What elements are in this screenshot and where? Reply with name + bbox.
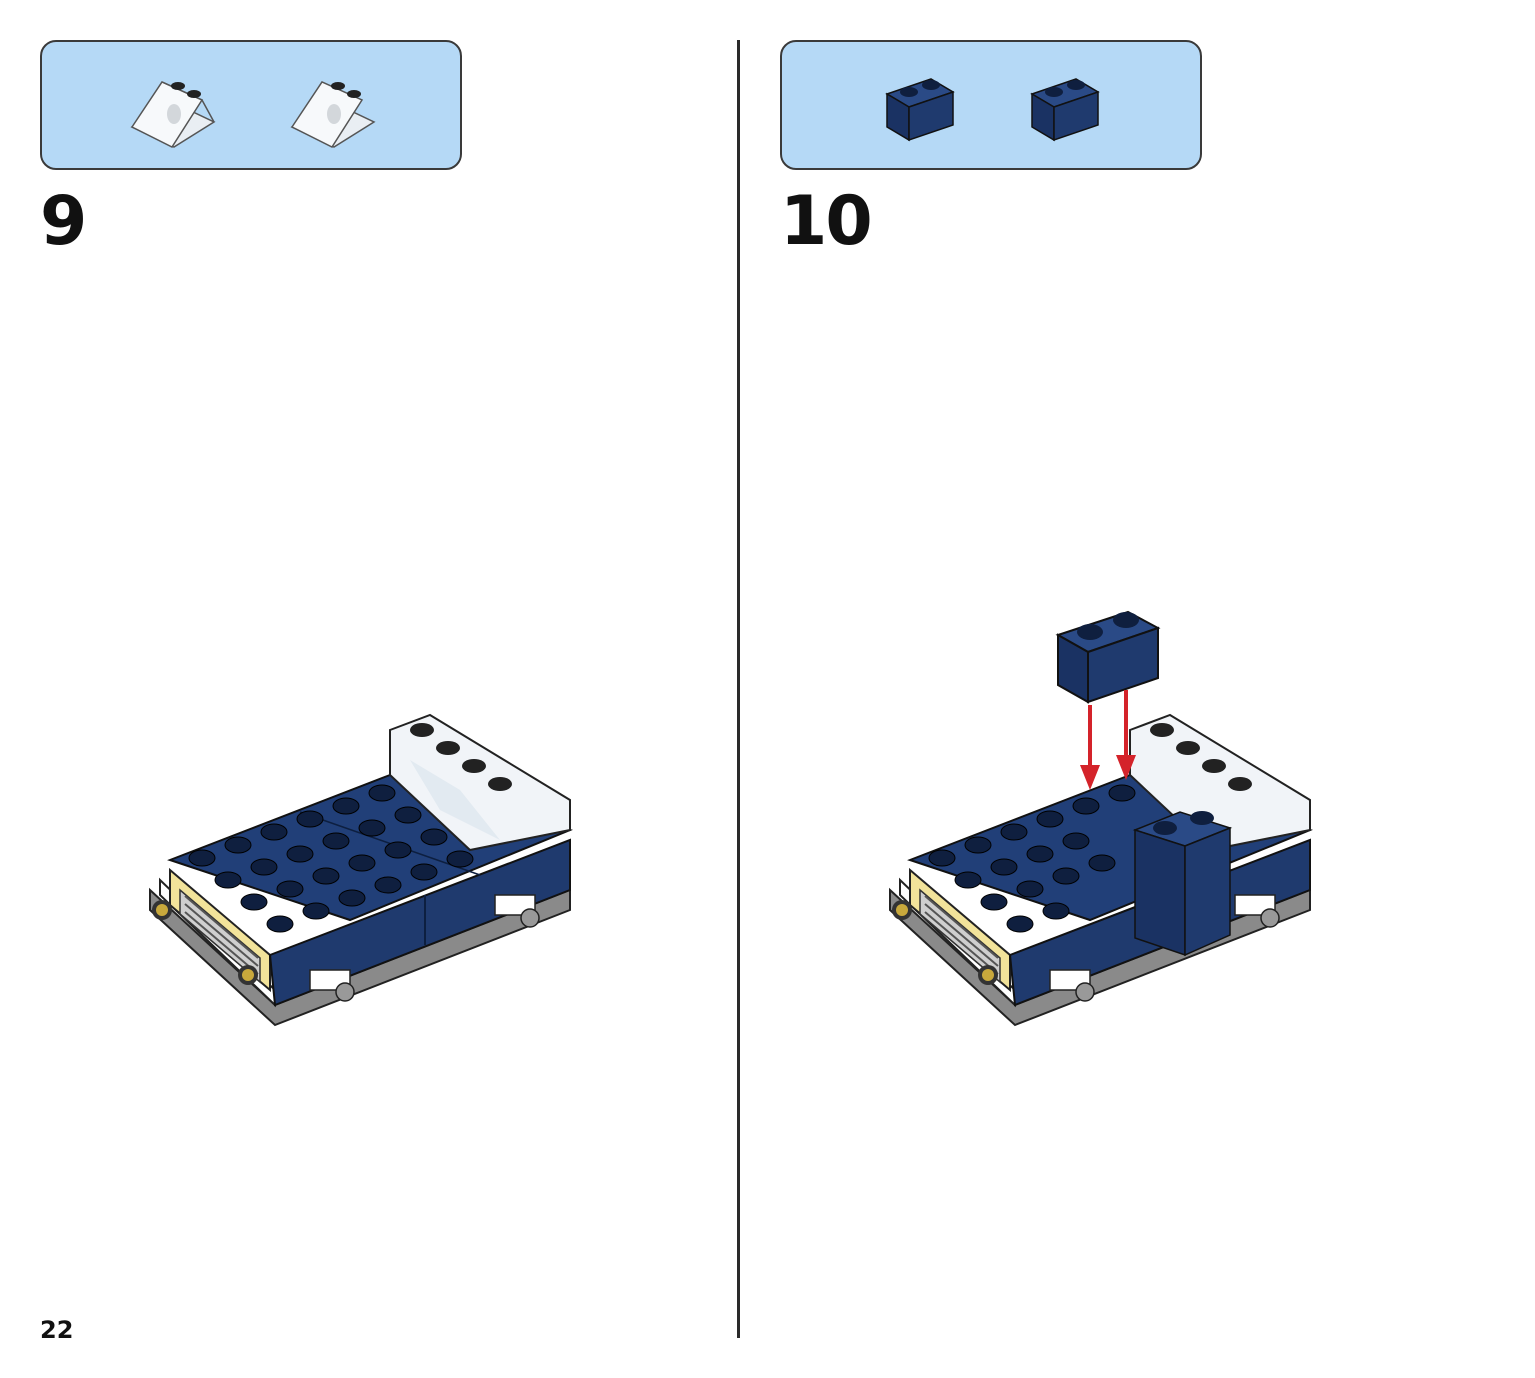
step-number: 9 xyxy=(40,182,87,261)
dark-blue-brick-piece-icon xyxy=(1030,78,1100,142)
parts-callout-step-9 xyxy=(40,40,462,170)
step-number: 10 xyxy=(780,182,873,261)
step-9-model-illustration xyxy=(149,713,573,1027)
page-divider xyxy=(737,40,740,1338)
axle-icon xyxy=(309,894,540,1002)
page-number: 22 xyxy=(40,1316,74,1344)
new-brick-illustration xyxy=(1055,610,1161,704)
parts-callout-step-10 xyxy=(780,40,1202,170)
dark-blue-brick-piece-icon xyxy=(885,78,955,142)
clear-slope-piece-icon xyxy=(290,81,376,148)
placement-arrow-icon xyxy=(1080,690,1136,790)
step-10-model-illustration xyxy=(889,610,1313,1027)
clear-slope-piece-icon xyxy=(130,81,216,148)
